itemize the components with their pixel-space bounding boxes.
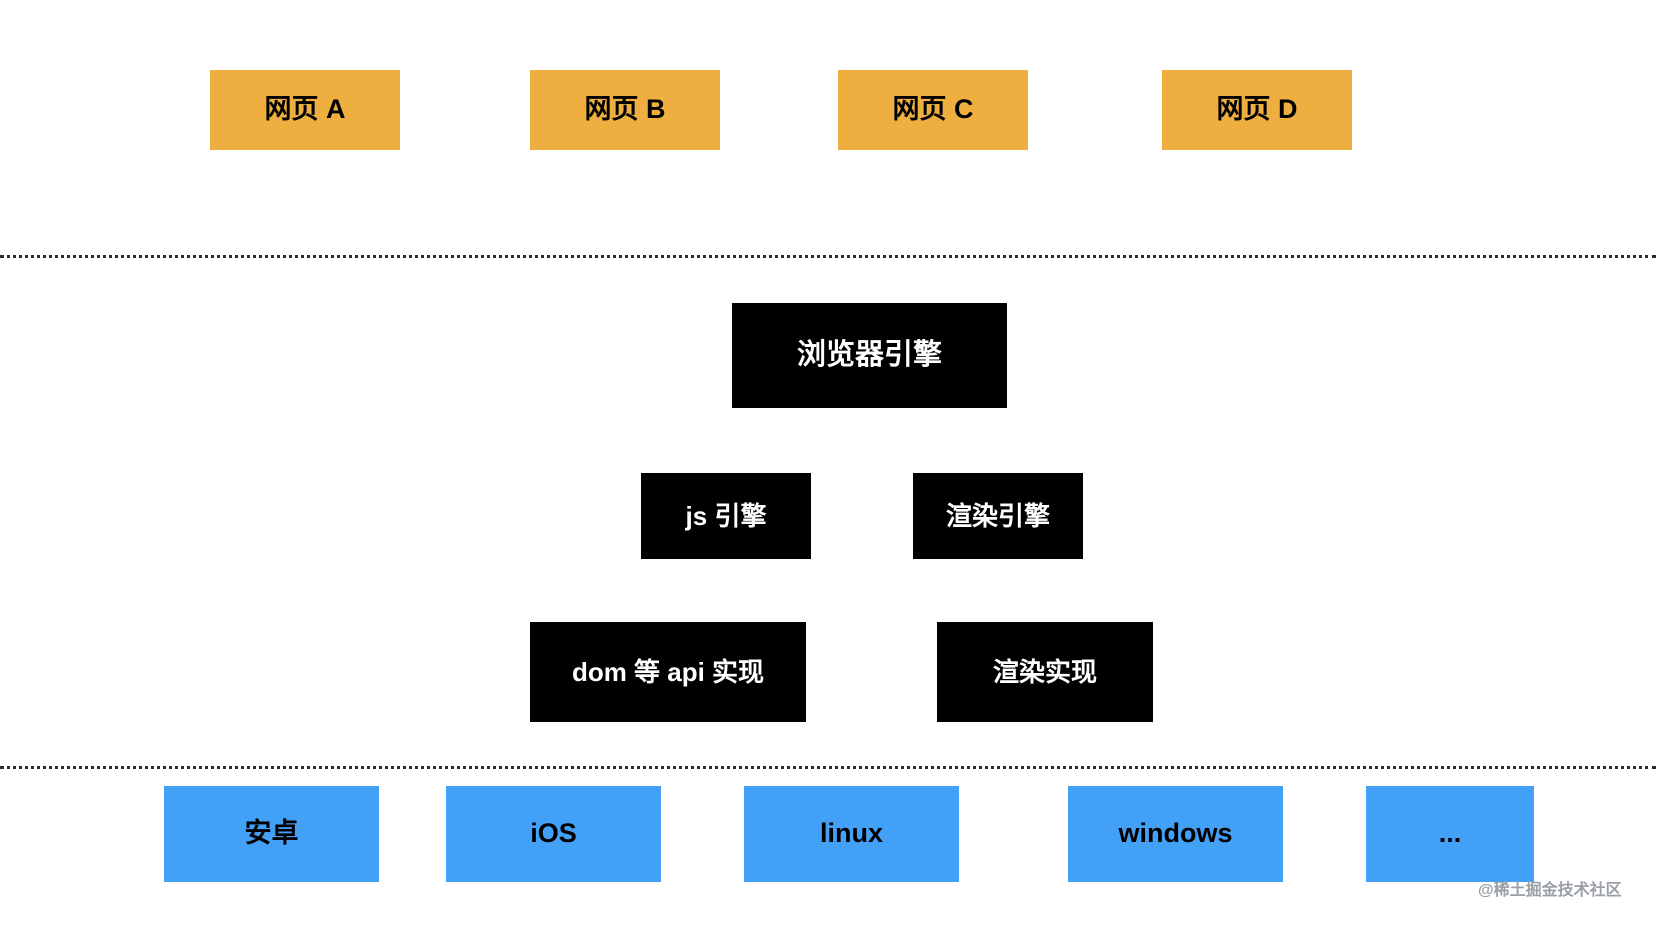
page-box-网页-d[interactable]: 网页 D [1162, 70, 1352, 150]
page-box-网页-c[interactable]: 网页 C [838, 70, 1028, 150]
page-box-网页-a[interactable]: 网页 A [210, 70, 400, 150]
os-box-windows[interactable]: windows [1068, 786, 1283, 882]
os-box-[interactable]: ... [1366, 786, 1534, 882]
engine-box-渲染引擎[interactable]: 渲染引擎 [913, 473, 1083, 559]
divider-engine-os [0, 766, 1656, 769]
divider-pages-engine [0, 255, 1656, 258]
engine-box-浏览器引擎[interactable]: 浏览器引擎 [732, 303, 1007, 408]
engine-box-dom-等-api-实现[interactable]: dom 等 api 实现 [530, 622, 806, 722]
watermark: @稀土掘金技术社区 [1478, 882, 1622, 899]
page-box-网页-b[interactable]: 网页 B [530, 70, 720, 150]
engine-box-渲染实现[interactable]: 渲染实现 [937, 622, 1153, 722]
os-box-linux[interactable]: linux [744, 786, 959, 882]
engine-box-js-引擎[interactable]: js 引擎 [641, 473, 811, 559]
os-box-ios[interactable]: iOS [446, 786, 661, 882]
os-box-安卓[interactable]: 安卓 [164, 786, 379, 882]
